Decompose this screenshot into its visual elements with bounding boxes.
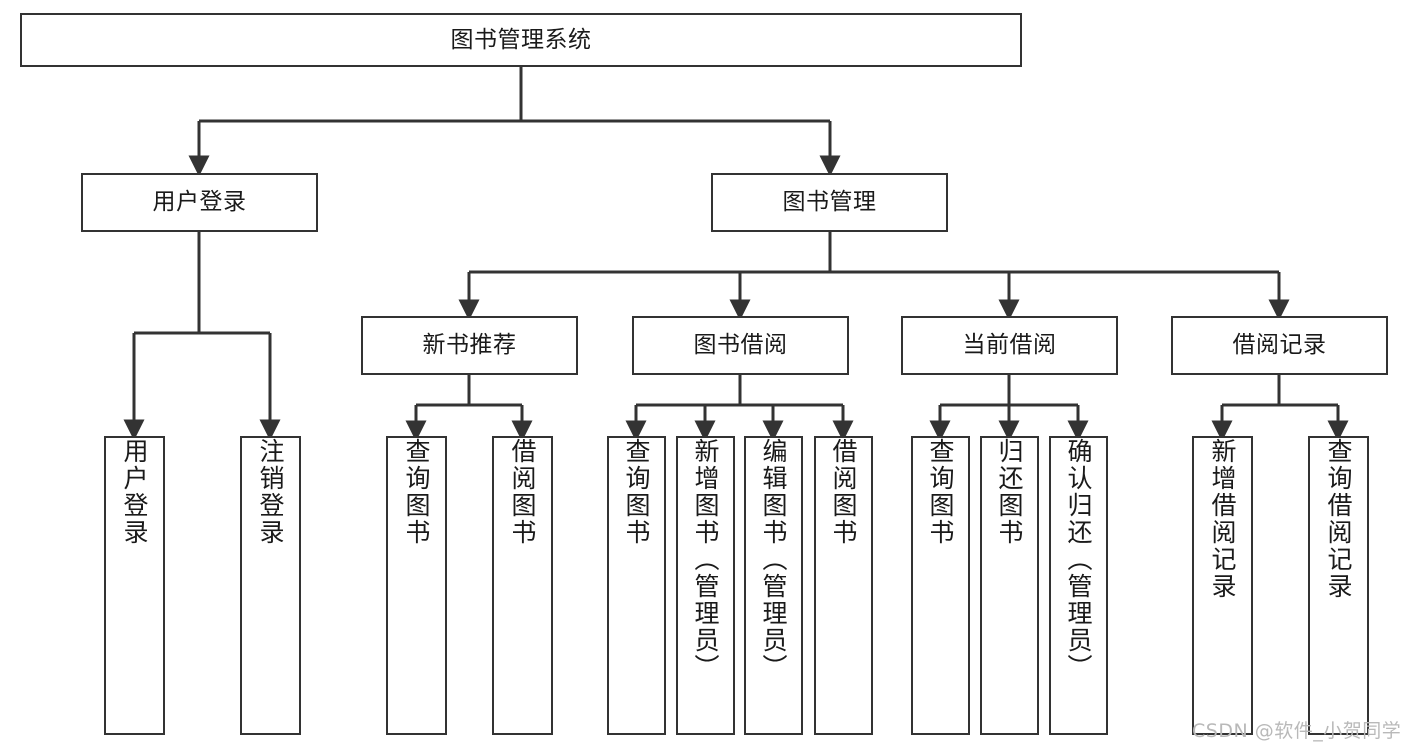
node-label: 借阅图书 xyxy=(508,438,537,546)
node-book-borrowing[interactable]: 图书借阅 xyxy=(632,316,849,375)
node-label: 查询图书 xyxy=(402,438,431,546)
node-current-borrowing[interactable]: 当前借阅 xyxy=(901,316,1118,375)
node-label: 用户登录 xyxy=(120,438,149,546)
node-label: 注销登录 xyxy=(256,438,285,546)
leaf-current-confirm-return-admin[interactable]: 确认归还（管理员） xyxy=(1049,436,1108,735)
node-label: 借阅记录 xyxy=(1232,332,1327,358)
node-label: 归还图书 xyxy=(995,438,1024,546)
leaf-borrow-query-book[interactable]: 查询图书 xyxy=(607,436,666,735)
node-root-book-management-system[interactable]: 图书管理系统 xyxy=(20,13,1022,67)
leaf-records-query-record[interactable]: 查询借阅记录 xyxy=(1308,436,1369,735)
leaf-new-book-borrow[interactable]: 借阅图书 xyxy=(492,436,553,735)
node-label: 图书管理系统 xyxy=(450,26,592,53)
leaf-borrow-edit-book-admin[interactable]: 编辑图书（管理员） xyxy=(744,436,803,735)
node-new-book-recommendation[interactable]: 新书推荐 xyxy=(361,316,578,375)
leaf-user-login-signout[interactable]: 注销登录 xyxy=(240,436,301,735)
node-label: 用户登录 xyxy=(152,189,247,215)
node-label: 新增借阅记录 xyxy=(1208,438,1237,600)
node-label: 当前借阅 xyxy=(962,332,1057,358)
node-label: 查询图书 xyxy=(622,438,651,546)
leaf-records-add-record[interactable]: 新增借阅记录 xyxy=(1192,436,1253,735)
leaf-borrow-add-book-admin[interactable]: 新增图书（管理员） xyxy=(676,436,735,735)
leaf-current-return-book[interactable]: 归还图书 xyxy=(980,436,1039,735)
node-label: 编辑图书（管理员） xyxy=(759,438,788,681)
node-label: 新书推荐 xyxy=(422,332,517,358)
node-book-management[interactable]: 图书管理 xyxy=(711,173,948,232)
node-label: 图书管理 xyxy=(782,189,877,215)
node-user-login[interactable]: 用户登录 xyxy=(81,173,318,232)
node-label: 图书借阅 xyxy=(693,332,788,358)
leaf-current-query-book[interactable]: 查询图书 xyxy=(911,436,970,735)
node-borrow-records[interactable]: 借阅记录 xyxy=(1171,316,1388,375)
leaf-borrow-borrow-book[interactable]: 借阅图书 xyxy=(814,436,873,735)
leaf-user-login-signin[interactable]: 用户登录 xyxy=(104,436,165,735)
node-label: 查询借阅记录 xyxy=(1324,438,1353,600)
node-label: 查询图书 xyxy=(926,438,955,546)
leaf-new-book-query[interactable]: 查询图书 xyxy=(386,436,447,735)
node-label: 借阅图书 xyxy=(829,438,858,546)
node-label: 新增图书（管理员） xyxy=(691,438,720,681)
node-label: 确认归还（管理员） xyxy=(1064,438,1093,681)
